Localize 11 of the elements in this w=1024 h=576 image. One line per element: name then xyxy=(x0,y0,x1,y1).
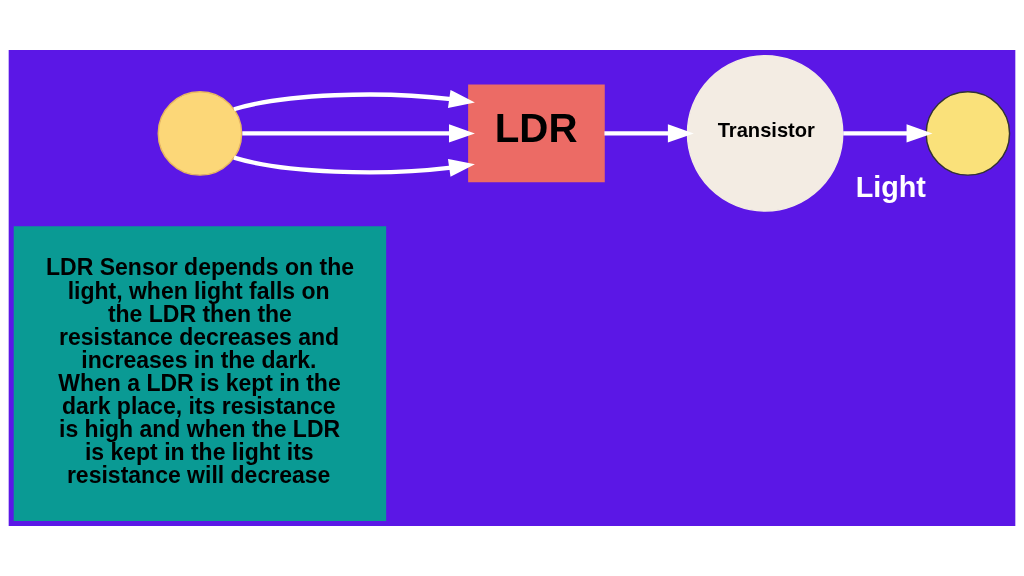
node-box: LDR Sensor depends on the light, when light falls on the LDR then the resistance decreases and increases in the dark. When a LDR is kept in the dark place, its resistance is high and when the LDR is kept in the light its resistance will decrease xyxy=(13,226,387,521)
node-circle xyxy=(157,91,243,176)
node-box: LDR xyxy=(468,84,605,183)
arrow xyxy=(604,124,694,143)
arrow xyxy=(843,124,933,143)
node-circle xyxy=(925,91,1011,176)
arrow xyxy=(233,155,475,177)
arrow xyxy=(233,89,475,112)
node-label: Light xyxy=(855,170,926,203)
arrow xyxy=(242,124,475,143)
node-circle: Transistor xyxy=(686,55,844,212)
